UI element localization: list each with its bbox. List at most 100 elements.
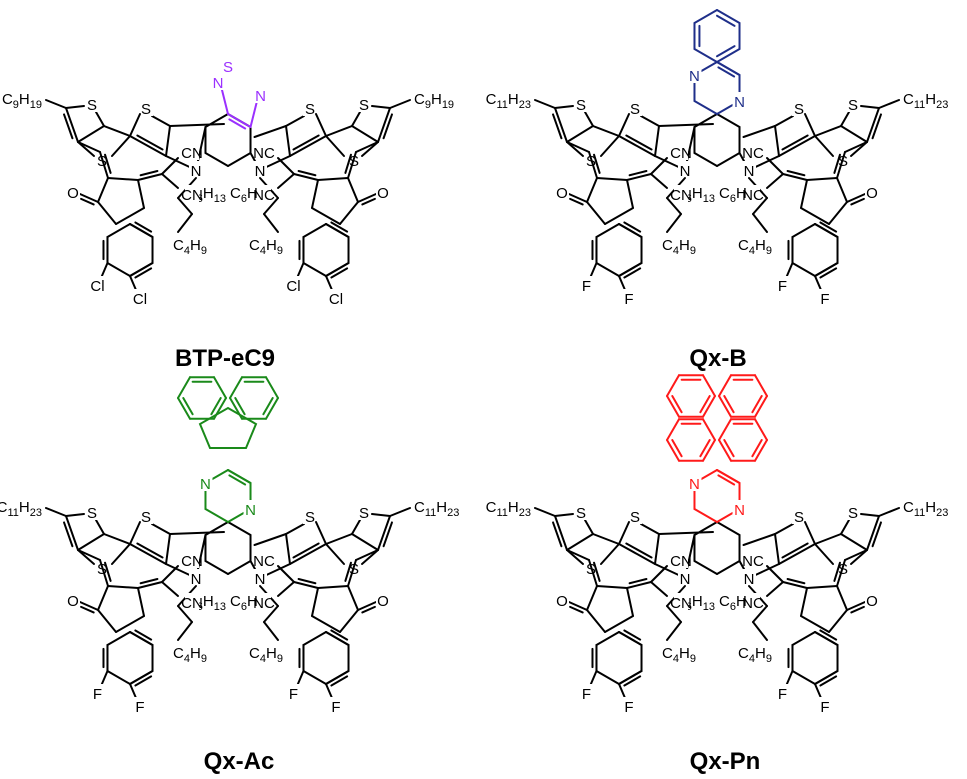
cyano-group: CN — [181, 187, 203, 204]
cyano-group: CN — [670, 595, 692, 612]
label-qx-b: Qx-B — [689, 345, 747, 372]
sulfur-atom: S — [576, 97, 586, 114]
label-qx-ac: Qx-Ac — [203, 748, 275, 775]
sulfur-atom: S — [359, 505, 369, 522]
branch-chain-long: C4H9 — [662, 237, 696, 257]
sulfur-atom: S — [141, 509, 151, 526]
label-qx-pn: Qx-Pn — [689, 748, 761, 775]
branch-chain-long: C4H9 — [249, 237, 283, 257]
nitrogen-atom: N — [191, 163, 202, 180]
sulfur-atom: S — [223, 59, 233, 76]
outer-alkyl-chain: C9H19 — [414, 91, 454, 111]
cyano-group: CN — [181, 145, 203, 162]
halogen-atom: Cl — [329, 291, 343, 308]
cyano-group: NC — [253, 553, 275, 570]
branch-chain-long: C4H9 — [249, 645, 283, 665]
branch-chain-long: C4H9 — [738, 237, 772, 257]
halogen-atom: F — [582, 686, 591, 703]
outer-alkyl-chain: C11H23 — [414, 499, 459, 519]
halogen-atom: F — [331, 699, 340, 716]
halogen-atom: F — [778, 278, 787, 295]
sulfur-atom: S — [630, 509, 640, 526]
branch-chain-long: C4H9 — [173, 237, 207, 257]
oxygen-atom: O — [377, 185, 389, 202]
cyano-group: NC — [742, 145, 764, 162]
sulfur-atom: S — [305, 101, 315, 118]
nitrogen-atom: N — [734, 94, 745, 111]
oxygen-atom: O — [67, 185, 79, 202]
sulfur-atom: S — [87, 505, 97, 522]
halogen-atom: F — [135, 699, 144, 716]
core-unit-thiadiazole: NSN — [211, 57, 268, 130]
left-fused-arm: NSSSC9H19C6H13C4H9OCNCNClCl — [2, 91, 226, 308]
oxygen-atom: O — [556, 593, 568, 610]
branch-chain-long: C4H9 — [738, 645, 772, 665]
cyano-group: NC — [742, 187, 764, 204]
left-fused-arm: NSSSC11H23C6H13C4H9OCNCNFF — [0, 499, 226, 716]
outer-alkyl-chain: C11H23 — [486, 91, 531, 111]
halogen-atom: F — [624, 699, 633, 716]
halogen-atom: Cl — [286, 278, 300, 295]
sulfur-atom: S — [848, 97, 858, 114]
right-end-group: O NC NC F F — [742, 141, 879, 308]
core-unit-acenaphtho-quinoxaline: NN — [177, 376, 279, 523]
sulfur-atom: S — [141, 101, 151, 118]
nitrogen-atom: N — [680, 163, 691, 180]
sulfur-atom: S — [359, 97, 369, 114]
branch-chain-long: C4H9 — [662, 645, 696, 665]
oxygen-atom: O — [377, 593, 389, 610]
nitrogen-atom: N — [744, 571, 755, 588]
halogen-atom: Cl — [90, 278, 104, 295]
molecule-qx-pn: NNNSSSC11H23C6H13C4H9ONCNCFFNSSSC11H23C6… — [486, 374, 948, 716]
core-unit-phenanthro-quinoxaline: NN — [666, 374, 768, 523]
nitrogen-atom: N — [213, 75, 224, 92]
cyano-group: CN — [670, 145, 692, 162]
oxygen-atom: O — [866, 185, 878, 202]
molecule-qx-ac: NNNSSSC11H23C6H13C4H9ONCNCFFNSSSC11H23C6… — [0, 376, 459, 716]
outer-alkyl-chain: C9H19 — [2, 91, 42, 111]
nitrogen-atom: N — [689, 68, 700, 85]
cyano-group: CN — [670, 187, 692, 204]
sulfur-atom: S — [794, 509, 804, 526]
molecule-btp-ec9: NSNNSSSC9H19C6H13C4H9ONCNCClClNSSSC9H19C… — [2, 57, 454, 308]
nitrogen-atom: N — [245, 502, 256, 519]
nitrogen-atom: N — [255, 571, 266, 588]
nitrogen-atom: N — [255, 163, 266, 180]
right-fused-arm: NSSSC9H19C6H13C4H9ONCNCClCl — [230, 91, 454, 308]
nitrogen-atom: N — [744, 163, 755, 180]
halogen-atom: F — [582, 278, 591, 295]
halogen-atom: F — [624, 291, 633, 308]
oxygen-atom: O — [556, 185, 568, 202]
halogen-atom: F — [93, 686, 102, 703]
label-btp-ec9: BTP-eC9 — [174, 345, 276, 372]
right-fused-arm: NSSSC11H23C6H13C4H9ONCNCFF — [719, 499, 948, 716]
sulfur-atom: S — [848, 505, 858, 522]
sulfur-atom: S — [630, 101, 640, 118]
core-unit-quinoxaline-benzo: NN — [687, 9, 747, 115]
nitrogen-atom: N — [255, 88, 266, 105]
right-fused-arm: NSSSC11H23C6H13C4H9ONCNCFF — [719, 91, 948, 308]
outer-alkyl-chain: C11H23 — [486, 499, 531, 519]
right-fused-arm: NSSSC11H23C6H13C4H9ONCNCFF — [230, 499, 459, 716]
nitrogen-atom: N — [191, 571, 202, 588]
left-fused-arm: NSSSC11H23C6H13C4H9OCNCNFF — [486, 91, 715, 308]
halogen-atom: F — [820, 699, 829, 716]
nitrogen-atom: N — [734, 502, 745, 519]
sulfur-atom: S — [305, 509, 315, 526]
left-end-group: O CN CN F F — [555, 141, 692, 308]
left-fused-arm: NSSSC11H23C6H13C4H9OCNCNFF — [486, 499, 715, 716]
cyano-group: NC — [253, 595, 275, 612]
nitrogen-atom: N — [200, 476, 211, 493]
sulfur-atom: S — [87, 97, 97, 114]
halogen-atom: F — [820, 291, 829, 308]
cyano-group: CN — [181, 595, 203, 612]
sulfur-atom: S — [576, 505, 586, 522]
outer-alkyl-chain: C11H23 — [903, 499, 948, 519]
branch-chain-long: C4H9 — [173, 645, 207, 665]
